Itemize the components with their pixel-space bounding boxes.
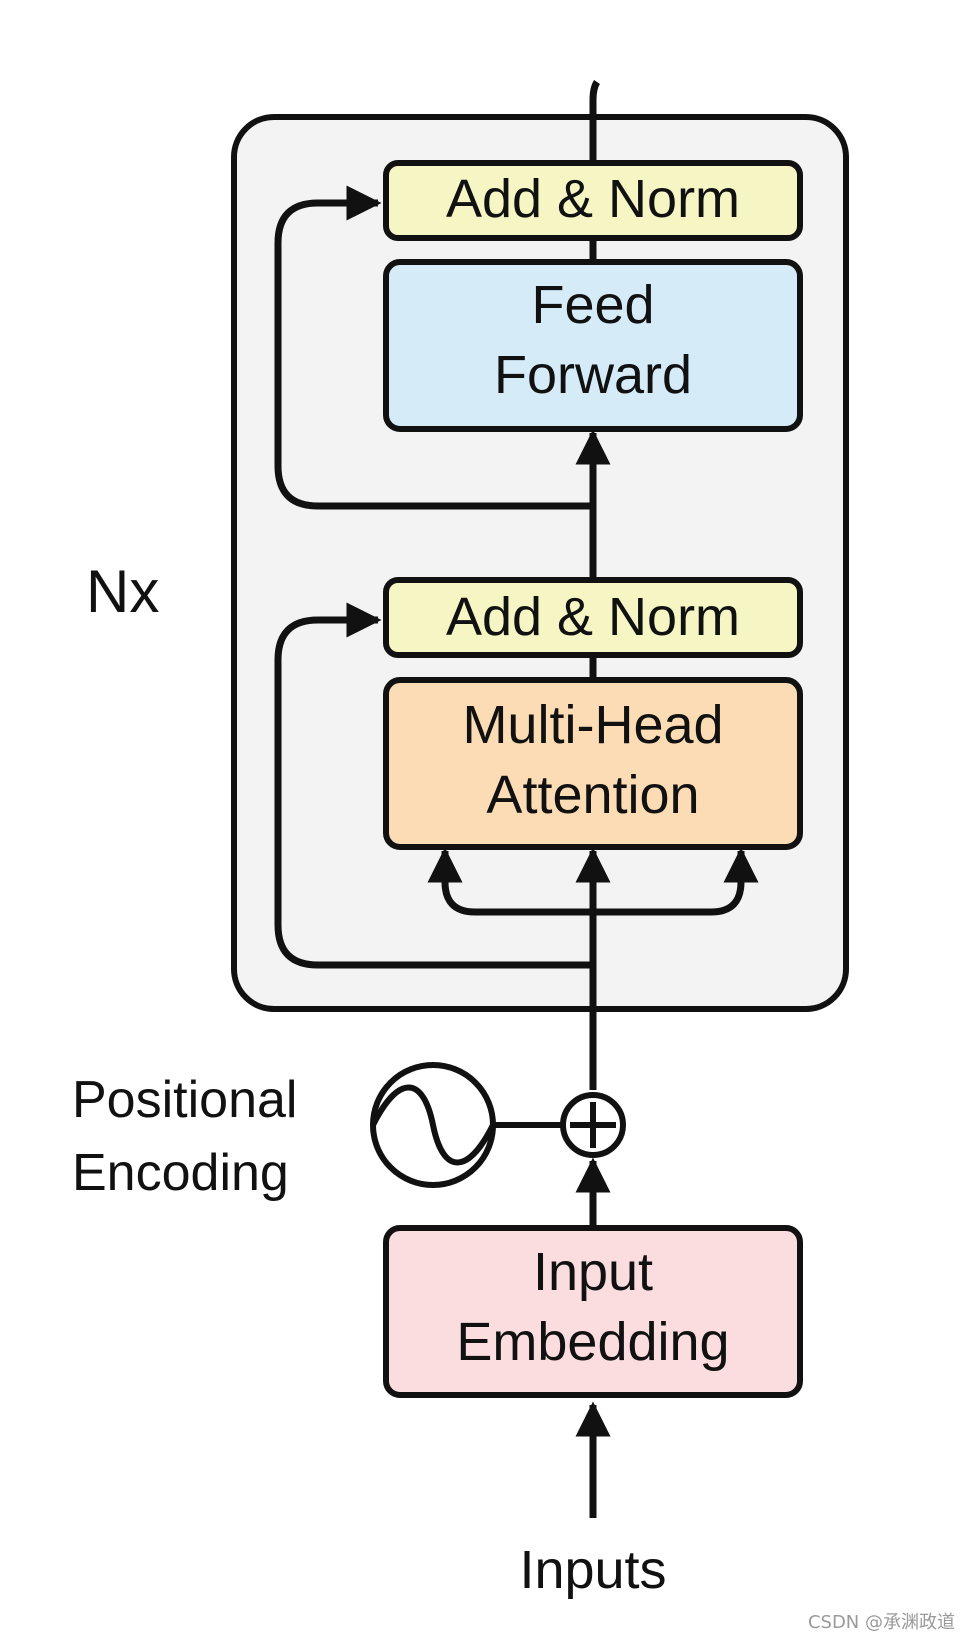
output-line	[589, 80, 601, 163]
attention-label-line1: Multi-Head	[462, 695, 723, 755]
add-norm-bottom-label: Add & Norm	[446, 587, 740, 647]
positional-encoding-label-line1: Positional	[72, 1071, 297, 1129]
residual-arrow-top	[274, 185, 593, 510]
residual-arrow-bottom	[274, 602, 593, 969]
repeat-count-label: Nx	[86, 558, 159, 625]
add-norm-top-box	[383, 160, 803, 241]
positional-encoding-label-line2: Encoding	[72, 1144, 289, 1202]
add-norm-top-label: Add & Norm	[446, 169, 740, 229]
add-norm-bottom-box	[383, 577, 803, 658]
input-embedding-box	[383, 1225, 803, 1398]
feed-forward-label-line2: Forward	[494, 345, 692, 405]
multi-head-attention-box	[383, 677, 803, 850]
attention-key-arrow	[593, 847, 759, 916]
sine-wave-icon	[370, 1084, 496, 1166]
feed-forward-label-line1: Feed	[531, 275, 654, 335]
embedding-label-line1: Input	[533, 1242, 653, 1302]
attention-label-line2: Attention	[486, 765, 699, 825]
attention-query-arrow	[427, 847, 593, 916]
watermark: CSDN @承渊政道	[808, 1612, 955, 1633]
feed-forward-box	[383, 259, 803, 432]
embedding-label-line2: Embedding	[456, 1312, 729, 1372]
encoder-block	[231, 114, 849, 1012]
inputs-label: Inputs	[519, 1540, 666, 1600]
